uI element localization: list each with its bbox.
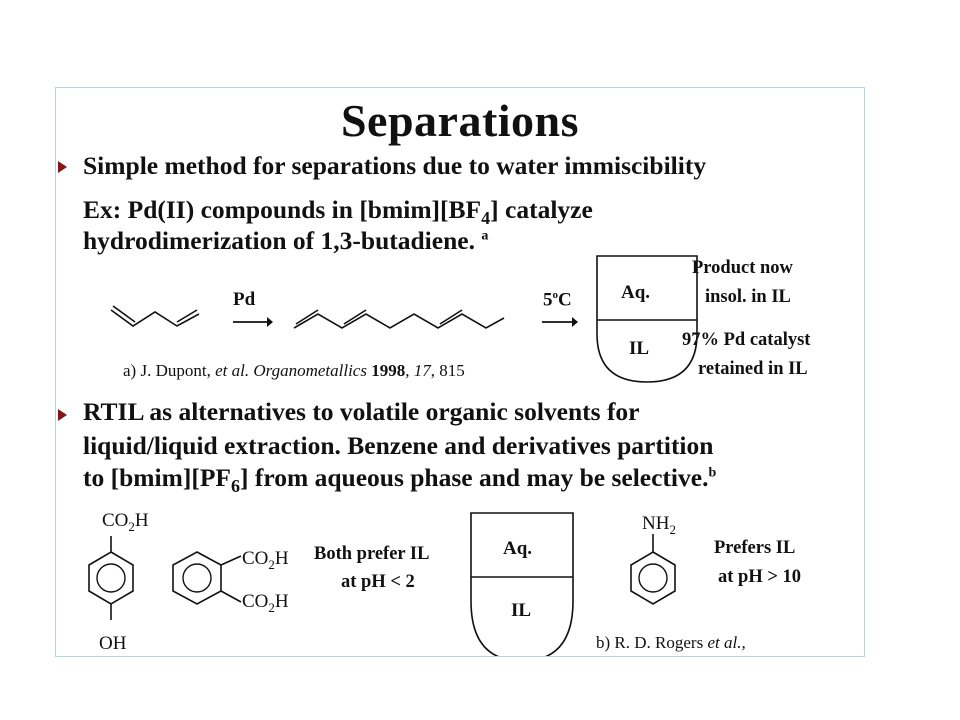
note-catalyst-retained-2: retained in IL	[698, 359, 808, 379]
vessel2-il-label: IL	[511, 600, 532, 621]
phthalic-co2h-bottom-label: CO2H	[242, 591, 289, 616]
reference-a-journal: et al. Organometallics	[215, 361, 367, 380]
reference-a-volume: , 17	[405, 361, 431, 380]
phthalic-bot-sub: 2	[268, 599, 275, 615]
reference-b-etal: et al.,	[707, 633, 746, 652]
nh2-sub: 2	[669, 521, 676, 537]
bullet2-line1: RTIL as alternatives to volatile organic…	[83, 397, 640, 426]
vessel2-aq-label: Aq.	[503, 538, 533, 559]
aniline-nh2-label: NH2	[642, 513, 676, 538]
bullet1-line2-sub: 4	[481, 208, 491, 229]
phthalic-co2h-top-label: CO2H	[242, 548, 289, 573]
bullet-marker-1	[58, 161, 67, 173]
both-prefer-il-line1: Both prefer IL	[314, 544, 430, 564]
phthalic-top-sub: 2	[268, 556, 275, 572]
reference-b: b) R. D. Rogers et al.,	[596, 633, 746, 653]
phthalic-top-co: CO	[242, 548, 269, 569]
hydroxybenzoic-co2h-label: CO2H	[102, 510, 149, 535]
bullet1-line2-a: Ex: Pd(II) compounds in [bmim][BF	[83, 195, 482, 224]
prefers-il-line2: at pH > 10	[718, 567, 802, 587]
reference-a: a) J. Dupont, et al. Organometallics 199…	[123, 361, 465, 381]
bullet-marker-2	[58, 409, 67, 421]
reference-a-page: , 815	[430, 361, 465, 380]
arrow2-label-num: 5	[543, 289, 553, 311]
vessel1-il-label: IL	[629, 338, 650, 359]
bullet1-line3-sup: a	[481, 228, 489, 244]
reference-b-authors: b) R. D. Rogers	[596, 633, 708, 652]
reference-a-authors: a) J. Dupont,	[123, 361, 216, 380]
bullet2-line3-sup: b	[708, 465, 717, 481]
both-prefer-il-line2: at pH < 2	[341, 572, 415, 592]
bullet2-line3: to [bmim][PF6] from aqueous phase and ma…	[83, 463, 716, 497]
co2h-h: H	[134, 510, 149, 531]
arrow2-label-unit: C	[558, 289, 572, 311]
reaction-arrow-1	[233, 317, 273, 327]
hydroxybenzoic-oh-label: OH	[99, 633, 127, 654]
separation-vessel-2	[470, 512, 574, 656]
reaction-arrow-2	[542, 317, 578, 327]
note-catalyst-retained-1: 97% Pd catalyst	[682, 330, 811, 350]
arrow1-label: Pd	[233, 289, 256, 310]
nh2-n: NH	[642, 513, 670, 534]
bullet1-line1: Simple method for separations due to wat…	[83, 151, 707, 180]
separation-vessel-1	[596, 255, 698, 383]
bullet1-line2: Ex: Pd(II) compounds in [bmim][BF4] cata…	[83, 195, 593, 229]
butadiene-structure	[110, 305, 200, 327]
co2h-co: CO	[102, 510, 129, 531]
bullet1-line2-b: ] catalyze	[490, 195, 593, 224]
note-product-insoluble-2: insol. in IL	[705, 287, 791, 307]
phthalic-bot-h: H	[274, 591, 289, 612]
arrow2-label-sup: o	[552, 289, 559, 301]
prefers-il-line1: Prefers IL	[714, 538, 796, 558]
hydroxybenzoic-acid-ring	[88, 536, 134, 620]
bullet2-line3-a: to [bmim][PF	[83, 463, 231, 492]
note-product-insoluble-1: Product now	[692, 258, 793, 278]
phthalic-bot-co: CO	[242, 591, 269, 612]
bullet2-line3-sub: 6	[231, 476, 240, 497]
vessel1-aq-label: Aq.	[621, 282, 651, 303]
octatriene-structure	[293, 309, 505, 329]
slide-title: Separations	[340, 95, 580, 146]
bullet1-line3: hydrodimerization of 1,3-butadiene. a	[83, 226, 488, 256]
arrow2-label: 5oC	[543, 289, 572, 311]
slide-frame: Separations Simple method for separation…	[55, 87, 865, 657]
aniline-ring	[630, 534, 676, 605]
bullet2-line3-b: ] from aqueous phase and may be selectiv…	[240, 463, 709, 492]
co2h-sub: 2	[128, 518, 135, 534]
bullet1-line3-text: hydrodimerization of 1,3-butadiene.	[83, 226, 475, 255]
bullet2-line2: liquid/liquid extraction. Benzene and de…	[83, 431, 714, 460]
phthalic-top-h: H	[274, 548, 289, 569]
phthalic-acid-ring	[172, 551, 242, 605]
reference-a-year: 1998	[366, 361, 406, 380]
